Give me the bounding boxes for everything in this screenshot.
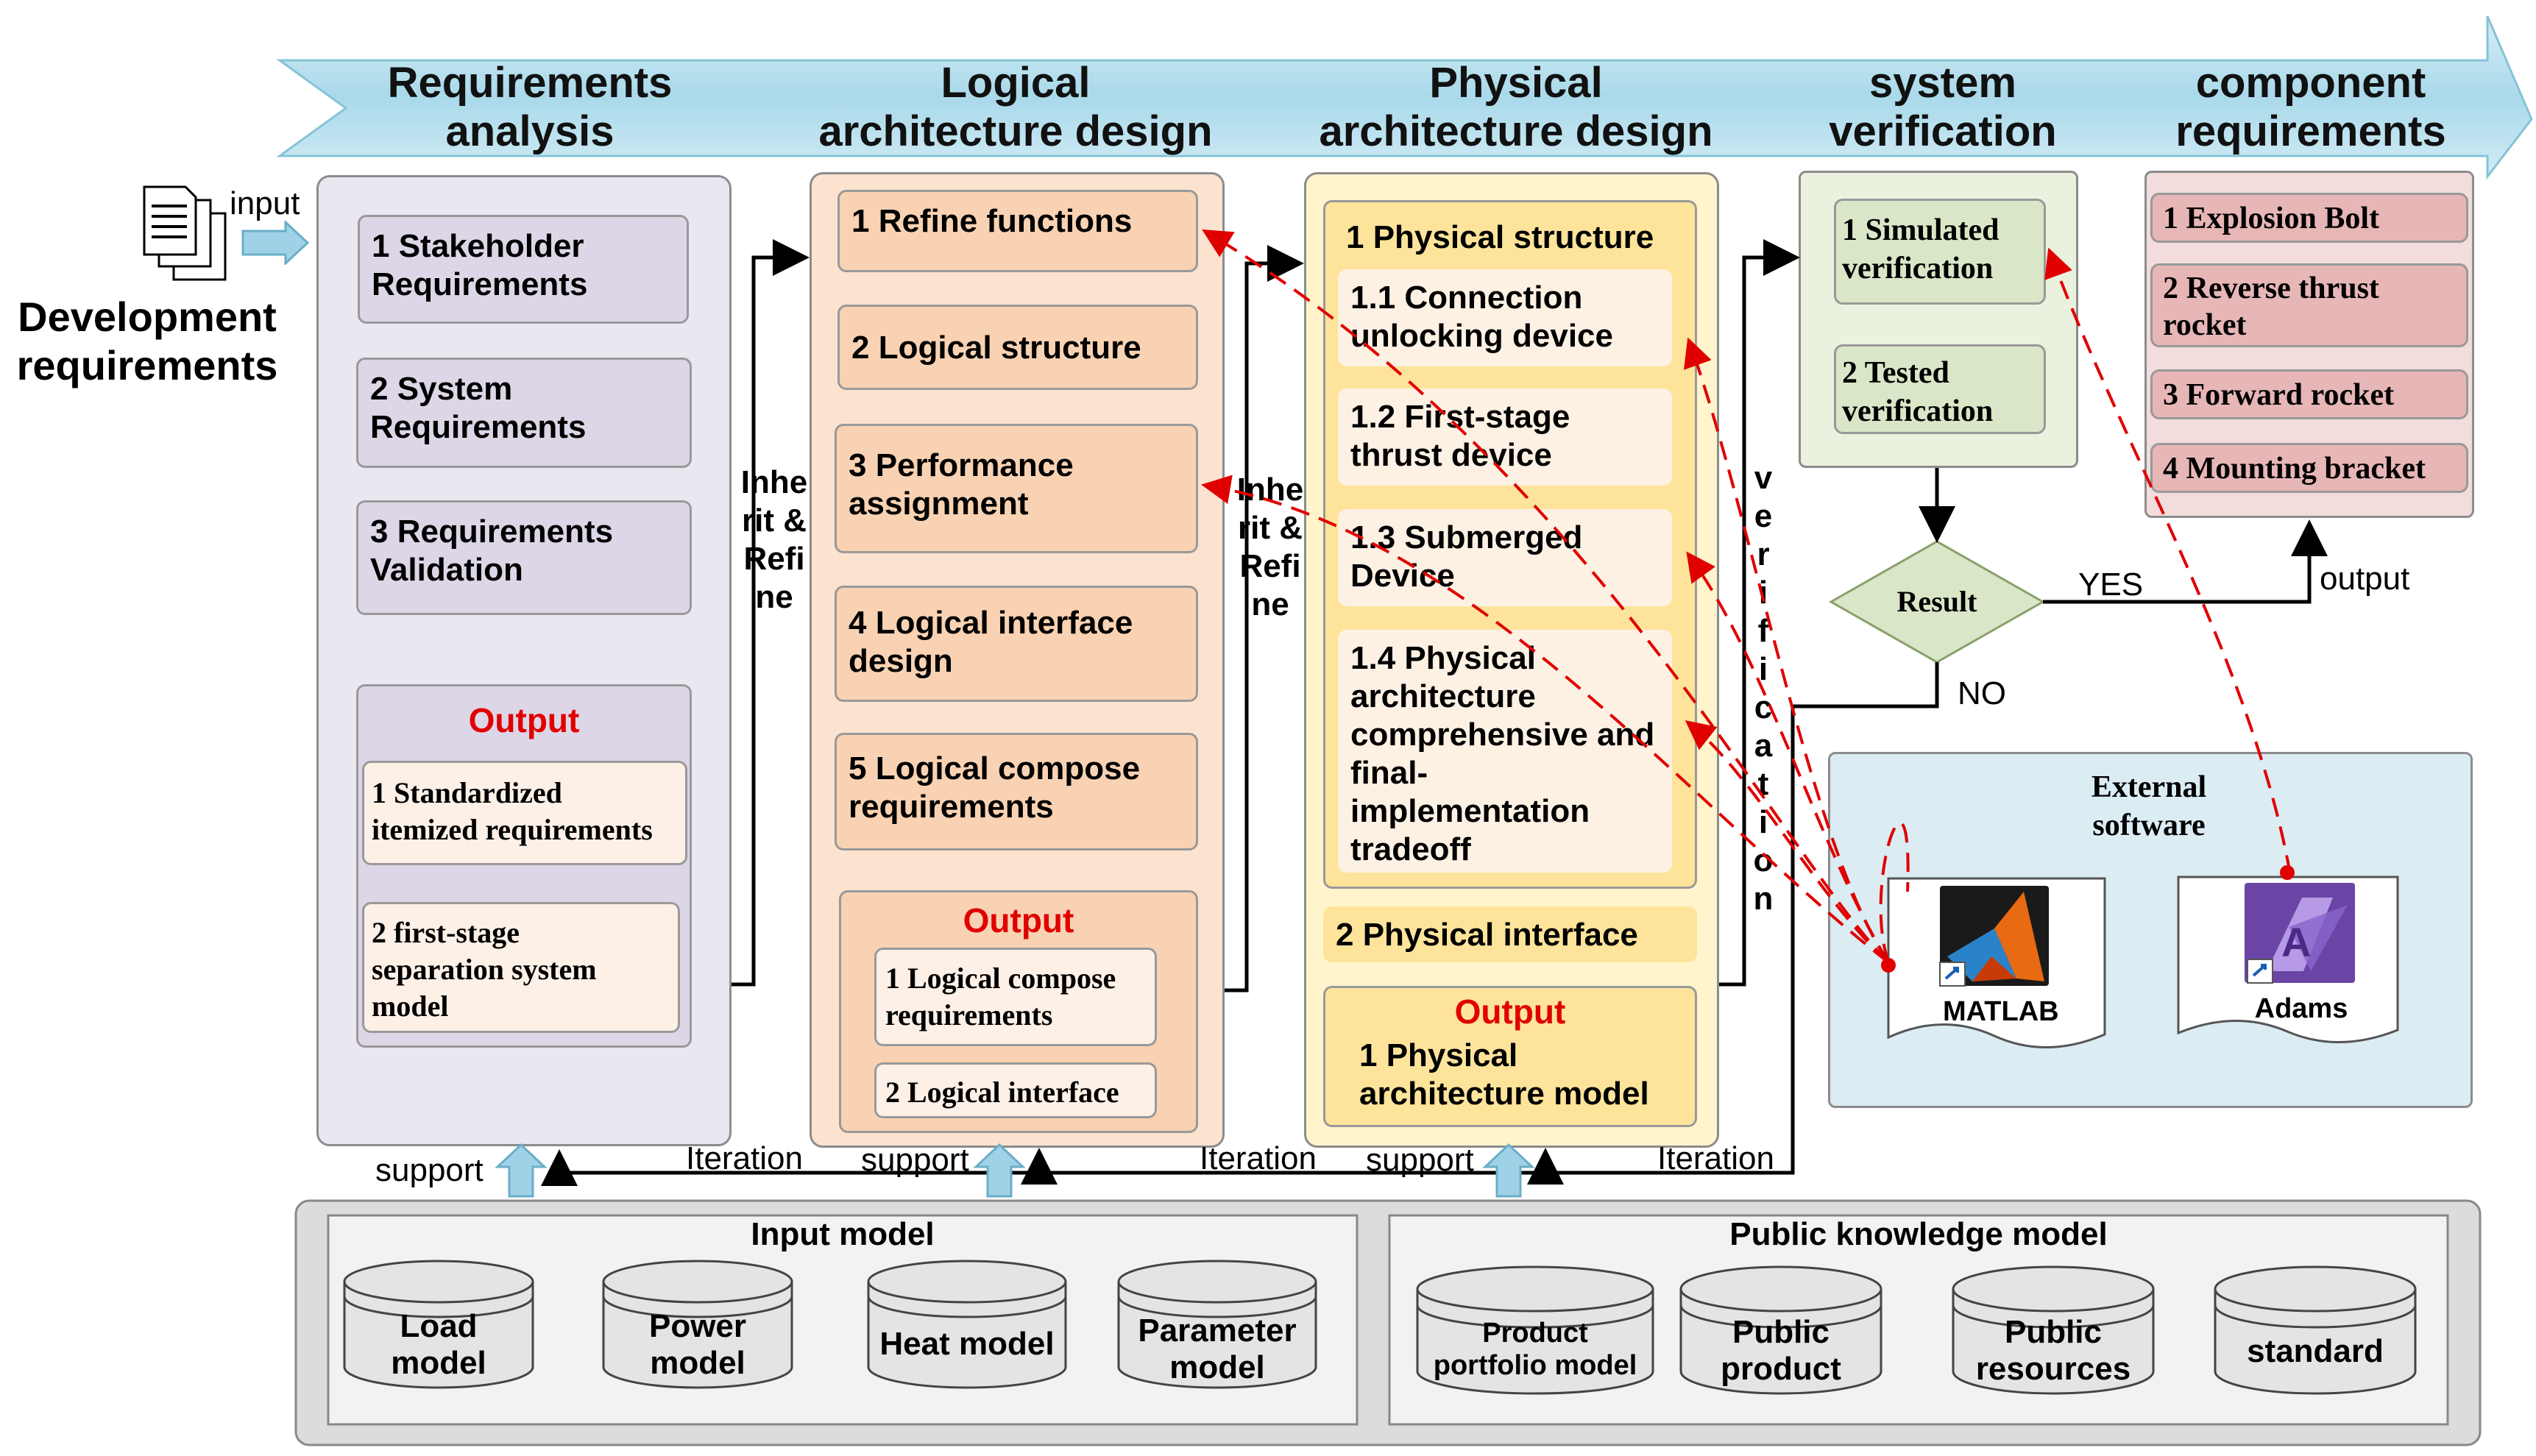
phase-banner [276,15,2533,180]
db-heat-model [867,1260,1067,1389]
public-product-label: Public product [1721,1314,1841,1387]
physical-structure-title: 1 Physical structure [1346,219,1654,255]
public-resources-label: Public resources [1975,1314,2131,1387]
requirements-validation-box: 3 Requirements Validation [356,500,692,615]
iteration-label: Iteration [1200,1140,1317,1176]
matlab-label: MATLAB [1943,996,2059,1027]
component-item: 1 Explosion Bolt [2150,193,2468,243]
component-item: 4 Mounting bracket [2150,443,2468,493]
dashed-links [1201,229,2292,964]
input-arrow-icon [241,221,310,265]
support-label: support [375,1152,484,1188]
db-label-box: Product portfolio model [1417,1317,1653,1398]
heat-model-label: Heat model [879,1326,1055,1362]
db-public-product [1679,1265,1882,1395]
power-model-label: Power model [648,1308,747,1381]
phase-requirements-analysis: Requirements analysis [387,59,673,155]
logical-output-item: 2 Logical interface [874,1062,1157,1118]
banner-arrow [276,15,2533,180]
logical-compose-requirements-box: 5 Logical compose requirements [835,733,1198,850]
physical-output-box: Output 1 Physical architecture model [1323,986,1697,1127]
performance-assignment-box: 3 Performance assignment [835,424,1198,553]
tested-verification-box: 2 Tested verification [1834,344,2046,434]
refine-functions-box: 1 Refine functions [837,190,1198,272]
yes-label: YES [2078,567,2144,603]
document-stack-icon [143,185,227,281]
db-power-model [602,1260,793,1389]
connection-unlocking-device-box: 1.1 Connection unlocking device [1338,269,1672,366]
db-public-resources [1952,1265,2155,1395]
db-label-box: Load model [344,1307,533,1388]
db-label-box: Parameter model [1119,1307,1316,1388]
logical-output-item: 1 Logical compose requirements [874,948,1157,1046]
external-software-title: External software [2091,770,2207,842]
db-label-box: Heat model [868,1307,1066,1388]
physical-interface-box: 2 Physical interface [1323,906,1697,962]
development-requirements-label: Development requirements [16,294,278,388]
svg-text:A: A [2281,919,2311,965]
product-portfolio-label: Product portfolio model [1433,1318,1637,1381]
result-label: Result [1896,585,1977,618]
matlab-icon [1939,886,2049,987]
support-arrows [495,1143,1535,1198]
no-label: NO [1958,675,2006,711]
database-shapes [343,1260,2417,1395]
phase-physical-architecture: Physical architecture design [1319,59,1713,155]
submerged-device-box: 1.3 Submerged Device [1338,509,1672,606]
db-standard [2214,1265,2417,1395]
phase-component-requirements: component requirements [2175,59,2446,155]
public-model-title: Public knowledge model [1729,1216,2108,1252]
requirements-output-item: 1 Standardized itemized requirements [362,761,687,865]
physical-output-title: Output [1454,992,1566,1031]
logical-output-title: Output [963,901,1074,940]
input-label: input [230,185,300,221]
logical-structure-box: 2 Logical structure [837,305,1198,390]
physical-tradeoff-box: 1.4 Physical architecture comprehensive … [1338,630,1672,873]
adams-icon: A [2245,883,2355,984]
iteration-label: Iteration [1657,1140,1774,1176]
stakeholder-requirements-box: 1 Stakeholder Requirements [358,215,689,324]
standard-label: standard [2247,1333,2384,1369]
verification-vertical-label: v e r i f i c a t i o n [1753,460,1774,917]
iteration-label: Iteration [686,1140,803,1176]
phase-logical-architecture: Logical architecture design [818,59,1213,155]
db-parameter-model [1117,1260,1317,1389]
requirements-output-item: 2 first-stage separation system model [362,902,680,1033]
simulated-verification-box: 1 Simulated verification [1834,199,2046,305]
physical-output-item: 1 Physical architecture model [1359,1037,1649,1112]
db-label-box: standard [2215,1314,2415,1395]
component-item: 2 Reverse thrust rocket [2150,263,2468,347]
db-label-box: Power model [603,1307,792,1388]
system-requirements-box: 2 System Requirements [356,358,692,468]
requirements-output-title: Output [468,701,580,739]
support-label: support [1366,1142,1474,1178]
support-label: support [861,1142,969,1178]
phase-system-verification: system verification [1829,59,2057,155]
first-stage-thrust-device-box: 1.2 First-stage thrust device [1338,388,1672,486]
db-product-portfolio [1416,1265,1654,1395]
input-model-title: Input model [751,1216,935,1252]
output-label: output [2320,561,2410,597]
db-label-box: Public product [1681,1314,1881,1395]
load-model-label: Load model [391,1308,486,1381]
logical-interface-design-box: 4 Logical interface design [835,586,1198,702]
db-load-model [343,1260,534,1389]
parameter-model-label: Parameter model [1138,1313,1297,1385]
component-item: 3 Forward rocket [2150,369,2468,419]
adams-label: Adams [2254,993,2348,1024]
db-label-box: Public resources [1953,1314,2153,1395]
